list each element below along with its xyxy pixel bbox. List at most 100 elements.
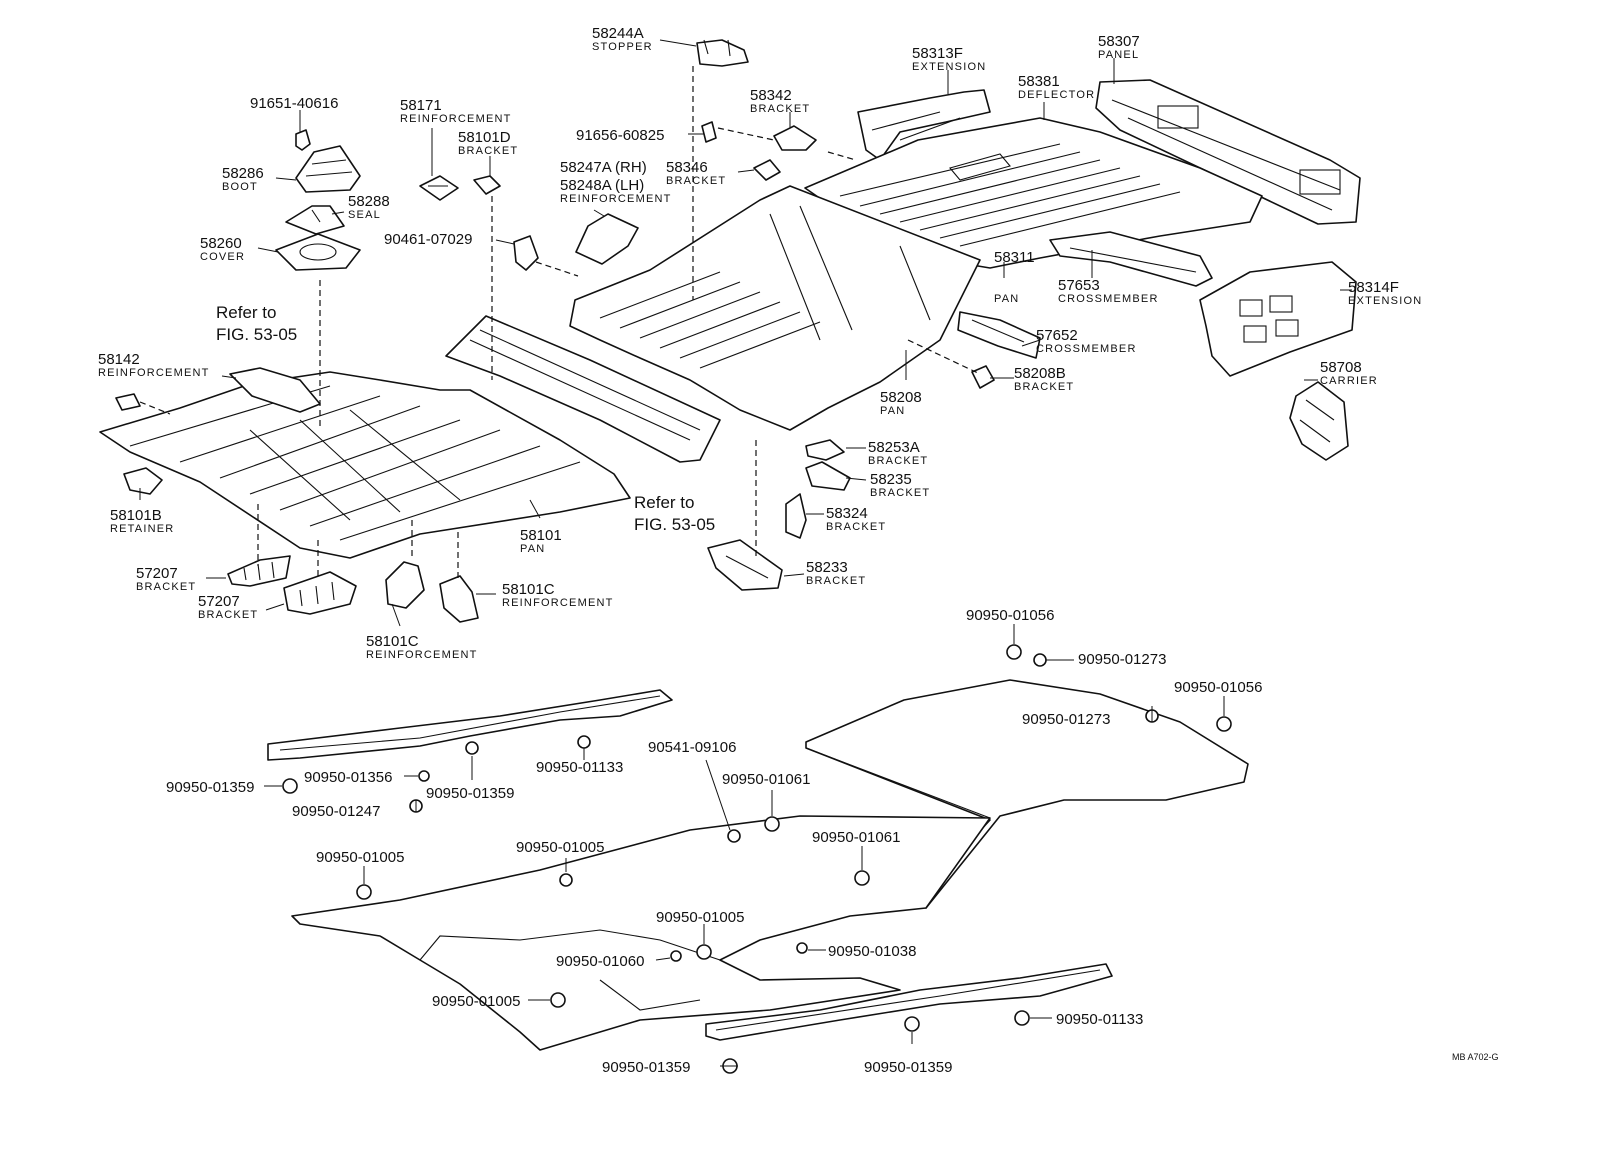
retainer-58101B-shape	[123, 467, 163, 495]
callout-90950-01061-b: 90950-01061	[812, 829, 900, 846]
seal-58288-shape	[285, 205, 345, 235]
callout-90950-01005-c: 90950-01005	[656, 909, 744, 926]
bolt-91651-40616-shape	[295, 129, 311, 151]
svg-text:90950-01356: 90950-01356	[304, 769, 392, 786]
svg-text:EXTENSION: EXTENSION	[1348, 295, 1422, 307]
callout-90950-01056-a: 90950-01056	[966, 607, 1054, 624]
svg-text:DEFLECTOR: DEFLECTOR	[1018, 89, 1095, 101]
svg-text:90950-01273: 90950-01273	[1078, 651, 1166, 668]
callout-90950-01359-c: 90950-01359	[864, 1059, 952, 1076]
svg-text:BRACKET: BRACKET	[136, 581, 196, 593]
svg-text:STOPPER: STOPPER	[592, 41, 653, 53]
bracket-58346-shape	[753, 159, 781, 181]
svg-text:58208: 58208	[880, 389, 922, 406]
svg-text:58324: 58324	[826, 505, 868, 522]
bracket-58253A-shape	[805, 439, 845, 461]
stopper-58244A-shape	[696, 39, 749, 67]
callout-90950-01273-b: 90950-01273	[1022, 711, 1110, 728]
callout-90950-01061-a: 90950-01061	[722, 771, 810, 788]
svg-text:90950-01056: 90950-01056	[966, 607, 1054, 624]
svg-text:CROSSMEMBER: CROSSMEMBER	[1036, 343, 1137, 355]
carrier-58708-shape	[1289, 381, 1349, 461]
callout-90950-01038: 90950-01038	[828, 943, 916, 960]
svg-text:BRACKET: BRACKET	[870, 487, 930, 499]
callout-90950-01005-d: 90950-01005	[432, 993, 520, 1010]
svg-text:90950-01005: 90950-01005	[516, 839, 604, 856]
svg-text:58101C: 58101C	[502, 581, 555, 598]
svg-text:90950-01005: 90950-01005	[316, 849, 404, 866]
callout-90950-01005-a: 90950-01005	[316, 849, 404, 866]
svg-text:BRACKET: BRACKET	[198, 609, 258, 621]
bracket-58233-shape	[707, 539, 783, 591]
svg-text:REINFORCEMENT: REINFORCEMENT	[560, 193, 672, 205]
svg-text:REINFORCEMENT: REINFORCEMENT	[98, 367, 210, 379]
svg-text:58346: 58346	[666, 159, 708, 176]
bracket-57207-lower-shape	[283, 571, 357, 615]
svg-text:58253A: 58253A	[868, 439, 920, 456]
callout-90950-01247: 90950-01247	[292, 803, 380, 820]
svg-text:REINFORCEMENT: REINFORCEMENT	[400, 113, 512, 125]
svg-text:90950-01133: 90950-01133	[1056, 1011, 1143, 1028]
svg-text:BRACKET: BRACKET	[666, 175, 726, 187]
panel-58307-shape	[1095, 79, 1361, 225]
svg-text:SEAL: SEAL	[348, 209, 381, 221]
svg-text:90950-01359: 90950-01359	[166, 779, 254, 796]
svg-text:90950-01359: 90950-01359	[602, 1059, 690, 1076]
svg-text:90950-01056: 90950-01056	[1174, 679, 1262, 696]
svg-text:58307: 58307	[1098, 33, 1140, 50]
extension-58314F-shape	[1199, 261, 1357, 377]
svg-text:58381: 58381	[1018, 73, 1060, 90]
svg-text:90950-01061: 90950-01061	[722, 771, 810, 788]
svg-text:58313F: 58313F	[912, 45, 963, 62]
svg-text:FIG. 53-05: FIG. 53-05	[216, 325, 297, 344]
callout-90950-01133-a: 90950-01133	[536, 759, 623, 776]
callout-91656-60825: 91656-60825	[576, 127, 664, 144]
center-pan-58208-shape	[569, 185, 981, 431]
svg-text:58235: 58235	[870, 471, 912, 488]
svg-text:58248A (LH): 58248A (LH)	[560, 177, 644, 194]
bracket-58235-shape	[805, 461, 851, 491]
svg-text:REINFORCEMENT: REINFORCEMENT	[502, 597, 614, 609]
small-bracket-shape	[115, 393, 141, 411]
callout-90541-09106: 90541-09106	[648, 739, 736, 756]
reference-note-left: Refer to FIG. 53-05	[216, 303, 297, 344]
right-rail-pad-shape	[705, 963, 1113, 1041]
callout-90950-01056-b: 90950-01056	[1174, 679, 1262, 696]
svg-text:57652: 57652	[1036, 327, 1078, 344]
callout-90950-01005-b: 90950-01005	[516, 839, 604, 856]
reinforcement-58101C-left-shape	[385, 561, 425, 609]
svg-text:58142: 58142	[98, 351, 140, 368]
svg-text:BRACKET: BRACKET	[1014, 381, 1074, 393]
svg-text:90950-01359: 90950-01359	[864, 1059, 952, 1076]
callout-90950-01356: 90950-01356	[304, 769, 392, 786]
callout-58247A: 58247A (RH)	[560, 159, 647, 176]
svg-text:PANEL: PANEL	[1098, 49, 1139, 61]
svg-text:EXTENSION: EXTENSION	[912, 61, 986, 73]
svg-text:BRACKET: BRACKET	[806, 575, 866, 587]
crossmember-57652-shape	[957, 311, 1041, 359]
svg-text:58247A (RH): 58247A (RH)	[560, 159, 647, 176]
svg-text:58314F: 58314F	[1348, 279, 1399, 296]
callout-91651-40616: 91651-40616	[250, 95, 338, 112]
svg-text:PAN: PAN	[520, 543, 545, 555]
svg-text:58101C: 58101C	[366, 633, 419, 650]
